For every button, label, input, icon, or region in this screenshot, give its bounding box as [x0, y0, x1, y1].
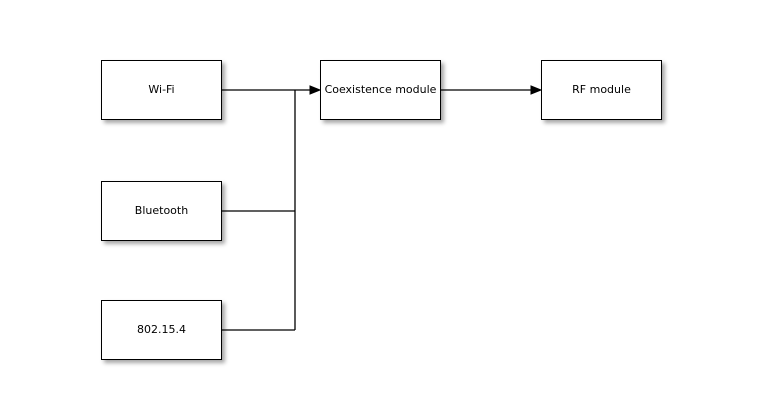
- node-802-15-4-label: 802.15.4: [137, 323, 186, 337]
- node-wifi-label: Wi-Fi: [148, 83, 175, 97]
- node-coexistence-module: Coexistence module: [320, 60, 441, 120]
- node-wifi: Wi-Fi: [101, 60, 222, 120]
- node-802-15-4: 802.15.4: [101, 300, 222, 360]
- node-bluetooth-label: Bluetooth: [134, 204, 189, 218]
- node-rf-module-label: RF module: [572, 83, 631, 97]
- node-rf-module: RF module: [541, 60, 662, 120]
- arrowhead-into-coexistence-icon: [309, 85, 322, 95]
- node-bluetooth: Bluetooth: [101, 181, 222, 241]
- node-coexistence-module-label: Coexistence module: [324, 83, 437, 97]
- arrowhead-into-rf-icon: [530, 85, 543, 95]
